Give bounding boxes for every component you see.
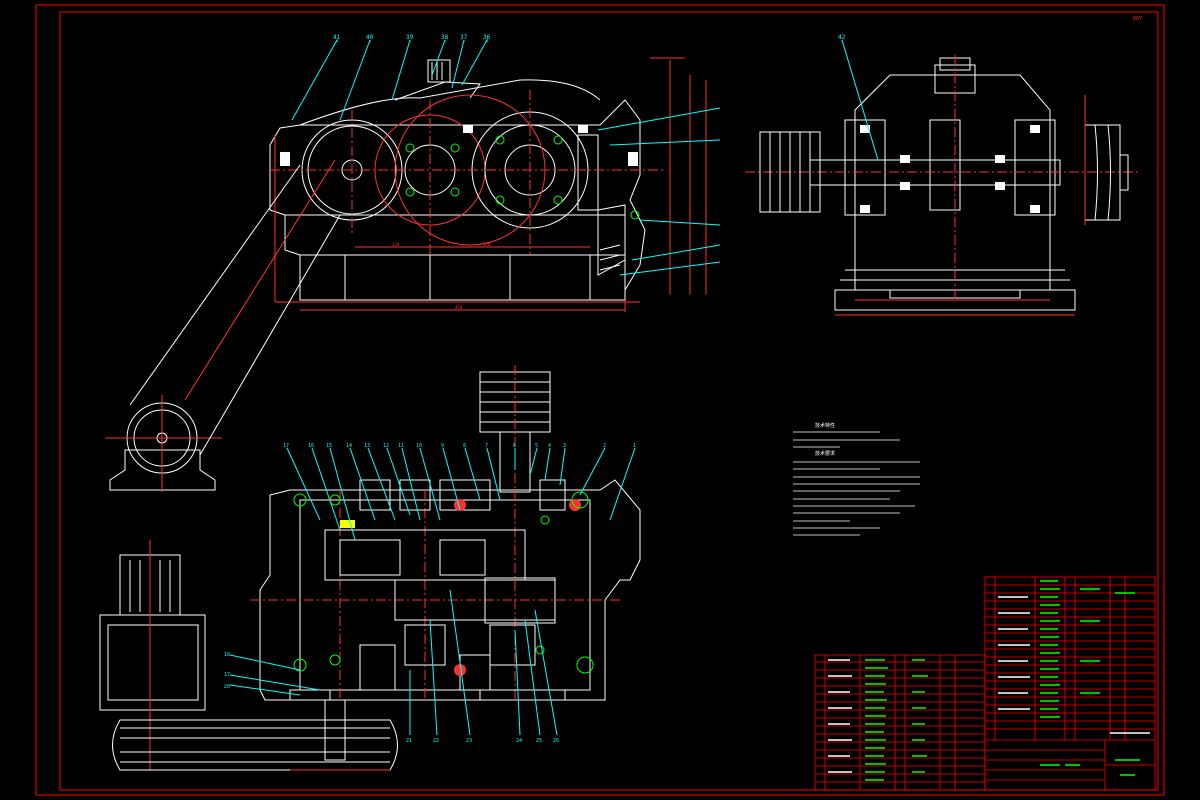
plan-callout-10: 10 [416,443,422,449]
plan-callout-5: 5 [535,443,538,449]
plan-callout-6: 6 [513,443,516,449]
sheet-outer-border [35,4,1165,796]
plan-callout-21: 21 [406,738,412,744]
parts-list-entries [828,580,1150,781]
plan-callout-14: 14 [346,443,352,449]
plan-callout-12: 12 [383,443,389,449]
plan-callout-9: 9 [441,443,444,449]
plan-callout-20: 20 [224,684,230,690]
front-elevation-view: 450 320 330 41 40 39 38 37 36 [269,34,721,312]
notes-heading-spec: 技术特性 [815,422,835,429]
svg-text:330: 330 [483,242,491,247]
plan-section-view: 17 16 15 14 13 12 11 10 9 8 7 6 5 4 3 2 … [224,365,641,744]
plan-callout-4: 4 [548,443,551,449]
side-elevation-view: 42 [745,34,1140,316]
callout-36: 36 [483,34,491,41]
motor-plan-view [99,540,398,771]
technical-notes: 技术特性 技术要求 [793,422,920,536]
motor-side-view [105,159,341,492]
plan-callout-25: 25 [536,738,542,744]
callout-39: 39 [406,34,414,41]
plan-callout-23: 23 [466,738,472,744]
plan-callout-3: 3 [563,443,566,449]
corner-tag: 007 [1133,16,1142,22]
plan-callout-13: 13 [364,443,370,449]
callout-38: 38 [441,34,449,41]
plan-callout-1: 1 [633,443,636,449]
plan-callout-22: 22 [433,738,439,744]
plan-callout-24: 24 [516,738,522,744]
plan-callout-2: 2 [603,443,606,449]
plan-callout-17: 17 [283,443,289,449]
sheet-inner-border [59,11,1159,791]
plan-callout-18: 18 [224,652,230,658]
callout-40: 40 [366,34,374,41]
plan-callout-17b: 17 [224,672,230,678]
plan-callout-15: 15 [326,443,332,449]
svg-text:320: 320 [392,242,400,247]
plan-callout-8: 8 [463,443,466,449]
callout-41: 41 [333,34,341,41]
svg-text:450: 450 [455,305,463,310]
callout-37: 37 [460,34,468,41]
plan-callout-26: 26 [553,738,559,744]
plan-callout-16: 16 [308,443,314,449]
parts-list-table [814,576,1156,791]
callout-42: 42 [838,34,846,41]
notes-heading-req: 技术要求 [815,450,835,457]
plan-callout-7: 7 [485,443,488,449]
plan-callout-11: 11 [398,443,404,449]
